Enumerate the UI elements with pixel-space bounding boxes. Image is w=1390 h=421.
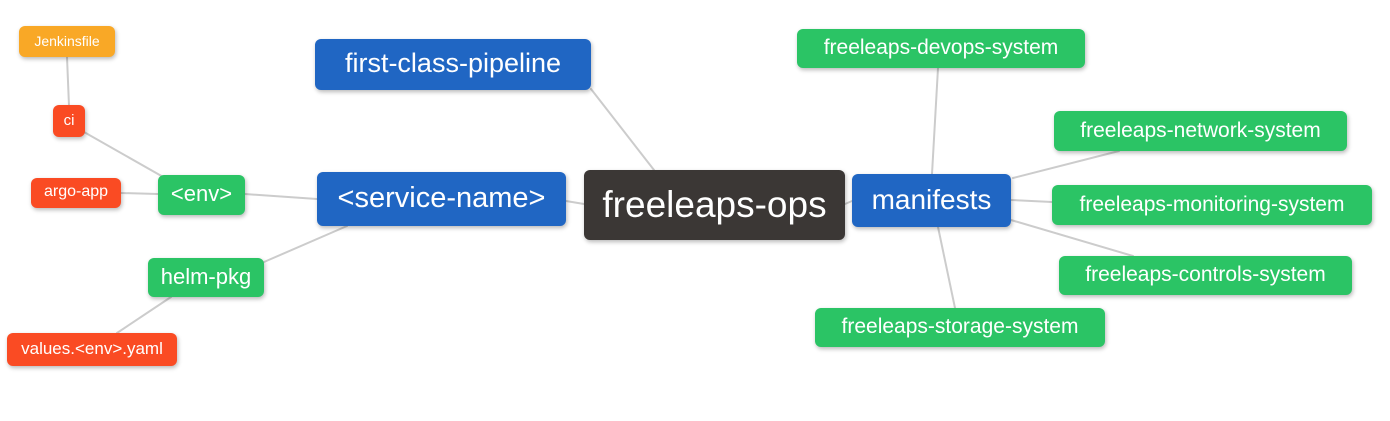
edge-manifests--freeleaps-devops-system — [931, 67, 939, 175]
node-helm-pkg[interactable]: helm-pkg — [148, 258, 264, 297]
node-argo-app[interactable]: argo-app — [31, 178, 121, 208]
node-first-class-pipeline[interactable]: first-class-pipeline — [315, 39, 591, 90]
edge-jenkinsfile--ci — [66, 56, 70, 107]
edge-service-name--helm-pkg — [263, 225, 348, 263]
node-service-name[interactable]: <service-name> — [317, 172, 566, 226]
edge-helm-pkg--values-env-yaml — [116, 296, 172, 334]
edge-manifests--freeleaps-network-system — [1012, 150, 1120, 179]
edge-service-name--freeleaps-ops — [565, 200, 585, 205]
node-freeleaps-devops-system[interactable]: freeleaps-devops-system — [797, 29, 1085, 68]
edge-env--service-name — [244, 193, 318, 200]
node-ci[interactable]: ci — [53, 105, 85, 137]
node-env[interactable]: <env> — [158, 175, 245, 215]
node-freeleaps-monitoring-system[interactable]: freeleaps-monitoring-system — [1052, 185, 1372, 225]
edge-first-class-pipeline--freeleaps-ops — [590, 88, 655, 171]
node-jenkinsfile[interactable]: Jenkinsfile — [19, 26, 115, 57]
node-freeleaps-storage-system[interactable]: freeleaps-storage-system — [815, 308, 1105, 347]
edge-ci--env — [83, 131, 166, 179]
edge-manifests--freeleaps-controls-system — [1010, 219, 1134, 257]
node-manifests[interactable]: manifests — [852, 174, 1011, 227]
edge-freeleaps-ops--manifests — [844, 200, 853, 205]
edge-manifests--freeleaps-storage-system — [937, 226, 956, 309]
node-freeleaps-network-system[interactable]: freeleaps-network-system — [1054, 111, 1347, 151]
node-freeleaps-controls-system[interactable]: freeleaps-controls-system — [1059, 256, 1352, 295]
edge-argo-app--env — [120, 192, 159, 195]
edge-manifests--freeleaps-monitoring-system — [1010, 199, 1053, 203]
node-freeleaps-ops[interactable]: freeleaps-ops — [584, 170, 845, 240]
node-values-env-yaml[interactable]: values.<env>.yaml — [7, 333, 177, 366]
